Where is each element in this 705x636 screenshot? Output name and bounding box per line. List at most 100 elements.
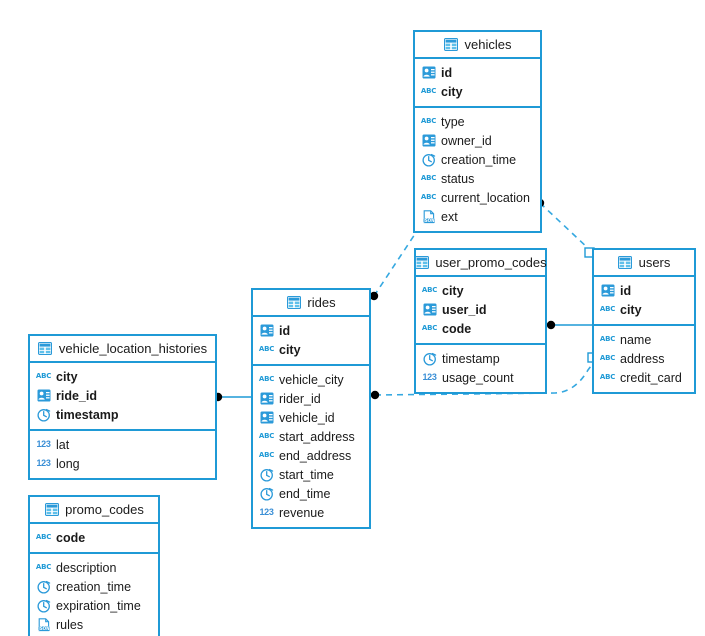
key-field-row[interactable]: ABC code [416,319,545,338]
123-number-icon: 123 [36,439,51,449]
clock-icon [36,598,51,613]
column-field-row[interactable]: expiration_time [30,596,158,615]
table-icon [286,295,301,310]
key-field-row[interactable]: id [253,321,369,340]
id-card-icon [422,302,437,317]
field-label: vehicle_city [279,372,344,387]
column-field-row[interactable]: vehicle_id [253,408,369,427]
abc-text-icon: ABC [599,335,616,343]
entity-header-rides[interactable]: rides [253,290,369,317]
column-field-row[interactable]: rider_id [253,389,369,408]
field-label: name [620,332,652,347]
id-card-icon [36,388,51,403]
key-field-row[interactable]: id [594,281,694,300]
key-field-row[interactable]: timestamp [30,405,215,424]
entity-title: promo_codes [65,502,144,517]
entity-header-user_promo_codes[interactable]: user_promo_codes [414,250,547,277]
abc-text-icon: ABC [258,345,275,353]
table-icon [444,37,459,52]
field-label: type [441,114,465,129]
key-field-row[interactable]: ride_id [30,386,215,405]
field-label: expiration_time [56,598,141,613]
field-label: revenue [279,505,325,520]
field-label: code [442,321,472,336]
column-field-row[interactable]: end_time [253,484,369,503]
field-label: credit_card [620,370,682,385]
123-number-icon: 123 [422,372,437,382]
id-card-icon [421,133,436,148]
abc-text-icon: ABC [420,87,437,95]
id-card-icon [421,65,436,80]
column-field-row[interactable]: 123 revenue [253,503,369,522]
column-field-row[interactable]: start_time [253,465,369,484]
relationship-vehicle-location-histories-to-rides [213,392,251,402]
column-field-row[interactable]: ABC address [594,349,694,368]
entity-header-vehicle_location_histories[interactable]: vehicle_location_histories [30,336,215,363]
entity-header-users[interactable]: users [594,250,694,277]
filled-dot-marker [546,320,556,330]
field-label: city [620,302,642,317]
abc-text-icon: ABC [35,372,52,380]
abc-text-icon: ABC [421,324,438,332]
entity-title: user_promo_codes [435,255,547,270]
123-number-icon: 123 [259,507,274,517]
column-field-row[interactable]: creation_time [30,577,158,596]
field-label: id [620,283,632,298]
table-icon [44,502,59,517]
field-label: address [620,351,665,366]
table-icon [38,341,53,356]
entity-title: users [638,255,671,270]
123-number-icon: 123 [36,458,51,468]
column-field-row[interactable]: owner_id [415,131,540,150]
abc-text-icon: ABC [421,286,438,294]
filled-dot-marker [369,291,379,301]
column-field-row[interactable]: creation_time [415,150,540,169]
column-field-row[interactable]: timestamp [416,349,545,368]
column-field-row[interactable]: ABC name [594,330,694,349]
key-field-row[interactable]: id [415,63,540,82]
field-label: start_time [279,467,334,482]
abc-text-icon: ABC [35,533,52,541]
field-label: user_id [442,302,487,317]
entity-header-vehicles[interactable]: vehicles [415,32,540,59]
field-label: end_time [279,486,331,501]
field-label: ext [441,209,458,224]
clock-icon [36,579,51,594]
field-label: vehicle_id [279,410,335,425]
abc-text-icon: ABC [258,432,275,440]
entity-header-promo_codes[interactable]: promo_codes [30,497,158,524]
key-field-row[interactable]: user_id [416,300,545,319]
entity-title: vehicle_location_histories [58,341,208,356]
abc-text-icon: ABC [599,354,616,362]
